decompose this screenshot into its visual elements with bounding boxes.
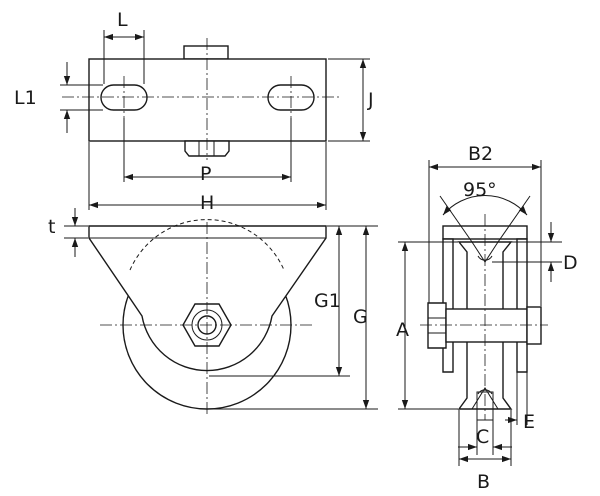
dimension-b: B: [458, 410, 512, 493]
label-g1: G1: [314, 290, 341, 312]
dimension-b2: B2: [428, 143, 542, 306]
side-bolt-head: [427, 302, 447, 349]
label-d: D: [563, 252, 578, 274]
side-nut: [526, 306, 542, 345]
front-view: [88, 219, 327, 415]
dimension-e: E: [505, 372, 535, 433]
dimension-l1: L1: [14, 62, 103, 133]
label-l: L: [117, 9, 128, 31]
dimension-g1-g: G1 G: [209, 225, 378, 410]
side-view: [420, 214, 548, 421]
label-h: H: [200, 192, 214, 214]
label-a: A: [396, 319, 409, 341]
label-angle: 95°: [463, 179, 497, 201]
dimension-j: J: [328, 58, 374, 142]
dimension-groove-angle: 95°: [439, 179, 531, 243]
label-g: G: [353, 306, 368, 328]
dimension-a: A: [396, 241, 458, 410]
label-j: J: [367, 89, 374, 111]
dimension-c: C: [458, 420, 512, 455]
dimension-h: H: [88, 142, 327, 214]
dimension-d: D: [492, 222, 578, 282]
dimension-l: L: [103, 9, 145, 84]
label-b: B: [477, 471, 490, 493]
label-c: C: [476, 426, 489, 448]
label-p: P: [200, 163, 211, 185]
side-right-leg: [516, 238, 528, 373]
side-axle: [445, 308, 528, 343]
top-nub: [183, 45, 229, 60]
label-e: E: [523, 411, 535, 433]
top-view: [62, 38, 342, 160]
label-l1: L1: [14, 87, 37, 109]
dimension-p: P: [123, 118, 292, 185]
dimension-t: t: [48, 208, 88, 257]
label-t: t: [48, 216, 55, 238]
label-b2: B2: [468, 143, 493, 165]
front-bracket: [88, 225, 327, 372]
